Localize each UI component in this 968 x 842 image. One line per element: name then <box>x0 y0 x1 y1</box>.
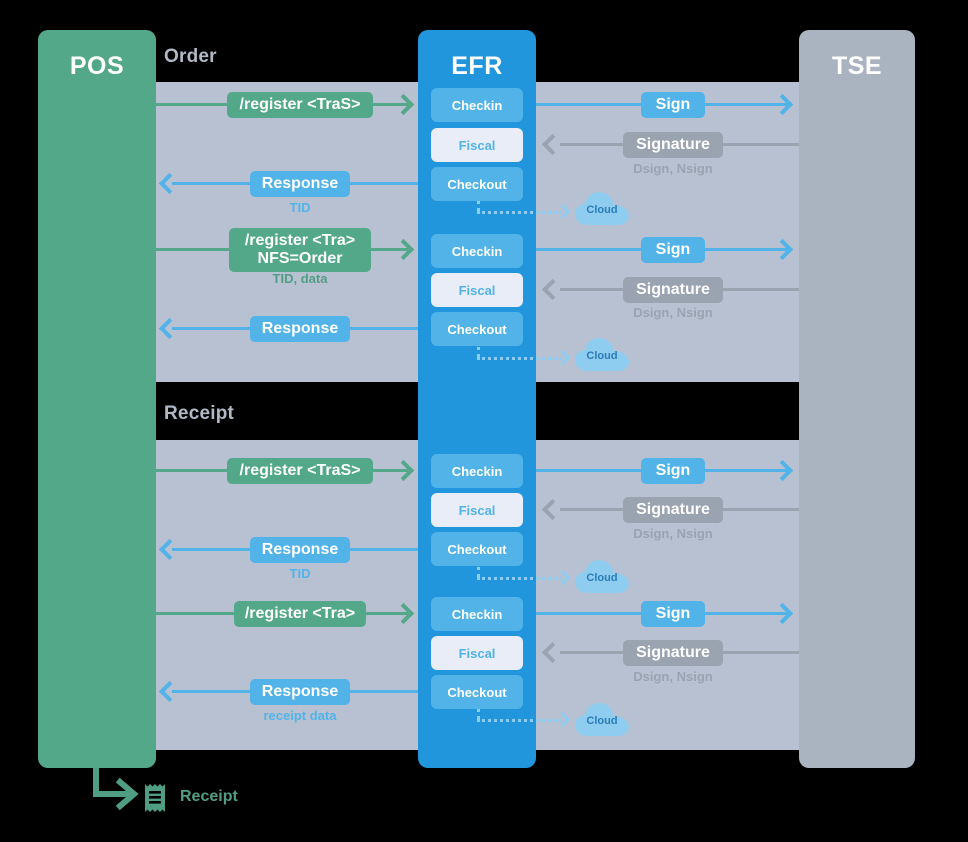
message-pill-register-tra[interactable]: /register <Tra> <box>234 601 366 627</box>
cloud-dotted-vertical-2 <box>477 347 480 357</box>
cloud-label-2: Cloud <box>586 350 618 362</box>
efr-box-checkout-3[interactable]: Checkout <box>431 532 523 566</box>
cloud-dotted-horizontal-4 <box>477 719 562 722</box>
efr-box-checkout-4[interactable]: Checkout <box>431 675 523 709</box>
efr-box-checkin-3[interactable]: Checkin <box>431 454 523 488</box>
cloud-label-3: Cloud <box>586 572 618 584</box>
sublabel-register-tra-nfs-order: TID, data <box>272 271 328 286</box>
cloud-dotted-vertical-3 <box>477 567 480 577</box>
message-pill-response-4[interactable]: Response <box>250 679 350 705</box>
column-tse[interactable]: TSE <box>799 30 915 768</box>
band-title-receipt: Receipt <box>164 403 235 424</box>
cloud-dotted-horizontal-3 <box>477 577 562 580</box>
message-pill-sign-1[interactable]: Sign <box>641 92 705 118</box>
message-pill-sign-3[interactable]: Sign <box>641 458 705 484</box>
efr-box-checkout-2[interactable]: Checkout <box>431 312 523 346</box>
receipt-output-label: Receipt <box>180 788 238 805</box>
column-pos-label: POS <box>69 52 125 80</box>
cloud-icon-1: Cloud <box>574 191 630 227</box>
cloud-icon-2: Cloud <box>574 337 630 373</box>
cloud-icon-4: Cloud <box>574 702 630 738</box>
message-pill-sign-4[interactable]: Sign <box>641 601 705 627</box>
receipt-output-hook-arrow <box>92 766 148 821</box>
message-pill-register-tras-1[interactable]: /register <TraS> <box>227 92 373 118</box>
cloud-icon-3: Cloud <box>574 559 630 595</box>
message-pill-signature-3[interactable]: Signature <box>623 497 723 523</box>
message-pill-signature-4[interactable]: Signature <box>623 640 723 666</box>
efr-box-fiscal-3[interactable]: Fiscal <box>431 493 523 527</box>
sublabel-response-4: receipt data <box>263 708 337 723</box>
efr-box-fiscal-1[interactable]: Fiscal <box>431 128 523 162</box>
column-pos[interactable]: POS <box>38 30 156 768</box>
message-pill-response-2[interactable]: Response <box>250 316 350 342</box>
efr-box-checkin-2[interactable]: Checkin <box>431 234 523 268</box>
message-pill-signature-2[interactable]: Signature <box>623 277 723 303</box>
message-pill-response-3[interactable]: Response <box>250 537 350 563</box>
efr-box-checkout-1[interactable]: Checkout <box>431 167 523 201</box>
cloud-dotted-vertical-4 <box>477 709 480 719</box>
efr-box-checkin-1[interactable]: Checkin <box>431 88 523 122</box>
efr-box-fiscal-4[interactable]: Fiscal <box>431 636 523 670</box>
band-title-order: Order <box>164 46 217 67</box>
message-pill-register-tra-nfs-order[interactable]: /register <Tra> NFS=Order <box>229 228 371 272</box>
message-pill-register-tras-2[interactable]: /register <TraS> <box>227 458 373 484</box>
sublabel-response-3: TID <box>289 566 311 581</box>
efr-box-fiscal-2[interactable]: Fiscal <box>431 273 523 307</box>
sublabel-signature-4: Dsign, Nsign <box>633 669 713 684</box>
column-tse-label: TSE <box>831 52 883 80</box>
receipt-icon <box>143 782 167 819</box>
message-pill-sign-2[interactable]: Sign <box>641 237 705 263</box>
column-efr-label: EFR <box>451 52 503 80</box>
message-pill-signature-1[interactable]: Signature <box>623 132 723 158</box>
sublabel-signature-3: Dsign, Nsign <box>633 526 713 541</box>
sublabel-signature-2: Dsign, Nsign <box>633 305 713 320</box>
message-pill-response-1[interactable]: Response <box>250 171 350 197</box>
cloud-label-4: Cloud <box>586 715 618 727</box>
cloud-dotted-horizontal-1 <box>477 211 562 214</box>
sublabel-signature-1: Dsign, Nsign <box>633 161 713 176</box>
efr-box-checkin-4[interactable]: Checkin <box>431 597 523 631</box>
cloud-dotted-vertical-1 <box>477 201 480 211</box>
sublabel-response-1: TID <box>289 200 311 215</box>
cloud-label-1: Cloud <box>586 204 618 216</box>
cloud-dotted-horizontal-2 <box>477 357 562 360</box>
